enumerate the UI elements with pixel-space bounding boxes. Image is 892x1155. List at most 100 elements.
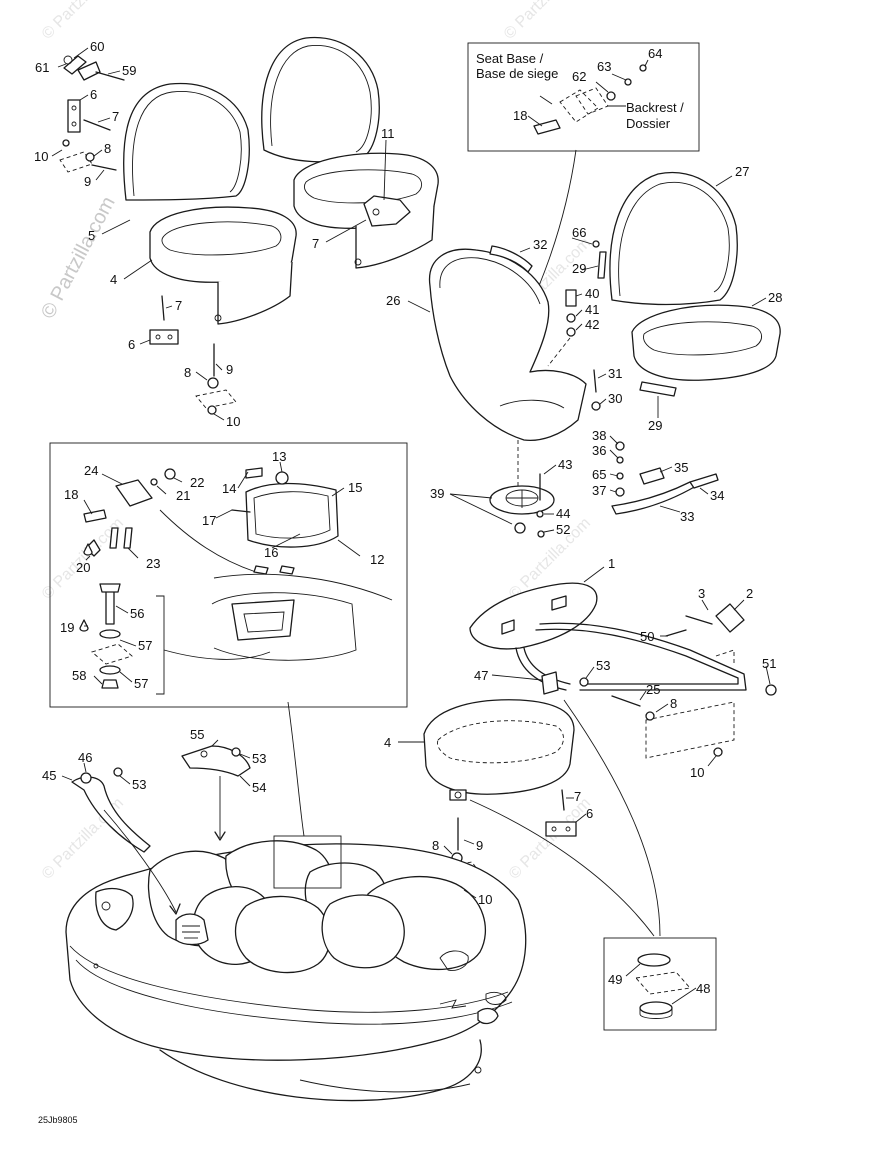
callout-55: 55 bbox=[190, 727, 204, 742]
callout-53: 53 bbox=[132, 777, 146, 792]
callout-21: 21 bbox=[176, 488, 190, 503]
watermark-faint-7: © Partzilla.com bbox=[506, 795, 594, 883]
callout-10: 10 bbox=[690, 765, 704, 780]
callout-57: 57 bbox=[138, 638, 152, 653]
callout-39: 39 bbox=[430, 486, 444, 501]
callout-8: 8 bbox=[670, 696, 677, 711]
callout-38: 38 bbox=[592, 428, 606, 443]
inset-text-labels: Seat Base / Base de siege Backrest / Dos… bbox=[476, 51, 684, 131]
callout-23: 23 bbox=[146, 556, 160, 571]
watermark-faint-1: © Partzilla.com bbox=[39, 0, 127, 43]
callout-3: 3 bbox=[698, 586, 705, 601]
callout-63: 63 bbox=[597, 59, 611, 74]
callout-60: 60 bbox=[90, 39, 104, 54]
callout-28: 28 bbox=[768, 290, 782, 305]
hardware-40-42 bbox=[547, 289, 577, 367]
callout-46: 46 bbox=[78, 750, 92, 765]
callout-65: 65 bbox=[592, 467, 606, 482]
lever-33-35-37 bbox=[611, 441, 719, 515]
seat-cushion-28 bbox=[631, 304, 781, 381]
callout-14: 14 bbox=[222, 481, 236, 496]
callout-10: 10 bbox=[478, 892, 492, 907]
callout-62: 62 bbox=[572, 69, 586, 84]
label-backrest-fr: Dossier bbox=[626, 116, 671, 131]
hinge-hardware-top-left bbox=[59, 55, 125, 173]
front-seat-backrest-left bbox=[261, 36, 380, 163]
callout-30: 30 bbox=[608, 391, 622, 406]
detail-window-box bbox=[273, 701, 342, 889]
reference-code: 25Jb9805 bbox=[38, 1115, 78, 1125]
callout-8: 8 bbox=[184, 365, 191, 380]
front-seat-cushion-left bbox=[293, 152, 439, 269]
callout-61: 61 bbox=[35, 60, 49, 75]
callout-37: 37 bbox=[592, 483, 606, 498]
callout-59: 59 bbox=[122, 63, 136, 78]
callout-8: 8 bbox=[432, 838, 439, 853]
callout-24: 24 bbox=[84, 463, 98, 478]
callout-12: 12 bbox=[370, 552, 384, 567]
callout-7: 7 bbox=[574, 789, 581, 804]
hardware-43-44-52 bbox=[536, 473, 545, 538]
callout-9: 9 bbox=[226, 362, 233, 377]
callout-17: 17 bbox=[202, 513, 216, 528]
watermark-faint-2: © Partzilla.com bbox=[501, 0, 589, 43]
callout-4: 4 bbox=[110, 272, 117, 287]
strip-29-lower bbox=[639, 381, 677, 397]
callout-32: 32 bbox=[533, 237, 547, 252]
callout-52: 52 bbox=[556, 522, 570, 537]
inset-box-plugs bbox=[563, 699, 717, 1031]
callout-29: 29 bbox=[648, 418, 662, 433]
callout-11: 11 bbox=[381, 126, 395, 141]
callout-26: 26 bbox=[386, 293, 400, 308]
callout-49: 49 bbox=[608, 972, 622, 987]
callout-18: 18 bbox=[64, 487, 78, 502]
callout-64: 64 bbox=[648, 46, 662, 61]
callout-33: 33 bbox=[680, 509, 694, 524]
seat-latch-hardware-left bbox=[149, 295, 237, 415]
pin-66-29 bbox=[592, 240, 607, 279]
callout-56: 56 bbox=[130, 606, 144, 621]
rear-seat-4-lower bbox=[423, 699, 575, 801]
leader-lines bbox=[51, 47, 771, 1005]
watermark-main: © Partzilla.com bbox=[37, 193, 120, 322]
callout-53: 53 bbox=[596, 658, 610, 673]
callout-7: 7 bbox=[175, 298, 182, 313]
callout-18: 18 bbox=[513, 108, 527, 123]
callout-58: 58 bbox=[72, 668, 86, 683]
callout-19: 19 bbox=[60, 620, 74, 635]
rear-seat-cushion-left bbox=[149, 206, 297, 325]
callout-53: 53 bbox=[252, 751, 266, 766]
callout-54: 54 bbox=[252, 780, 266, 795]
callout-7: 7 bbox=[112, 109, 119, 124]
callout-25: 25 bbox=[646, 682, 660, 697]
label-seat-base-fr: Base de siege bbox=[476, 66, 558, 81]
callout-13: 13 bbox=[272, 449, 286, 464]
grab-handle-45-46 bbox=[71, 767, 181, 915]
callout-48: 48 bbox=[696, 981, 710, 996]
callout-10: 10 bbox=[34, 149, 48, 164]
label-backrest: Backrest / bbox=[626, 100, 684, 115]
callout-7: 7 bbox=[312, 236, 319, 251]
rear-seat-backrest-left bbox=[123, 82, 250, 201]
callout-42: 42 bbox=[585, 317, 599, 332]
hardware-30-31 bbox=[591, 369, 601, 411]
callout-29: 29 bbox=[572, 261, 586, 276]
callout-44: 44 bbox=[556, 506, 570, 521]
front-seat-26 bbox=[428, 248, 587, 442]
backrest-27 bbox=[609, 171, 738, 306]
strip-32 bbox=[489, 245, 533, 273]
inset-box-seat-mount-details bbox=[49, 442, 408, 708]
callout-6: 6 bbox=[90, 87, 97, 102]
callout-41: 41 bbox=[585, 302, 599, 317]
callout-9: 9 bbox=[84, 174, 91, 189]
callout-1: 1 bbox=[608, 556, 615, 571]
callout-9: 9 bbox=[476, 838, 483, 853]
callout-27: 27 bbox=[735, 164, 749, 179]
callout-50: 50 bbox=[640, 629, 654, 644]
callout-8: 8 bbox=[104, 141, 111, 156]
backrest-1-and-frame bbox=[469, 582, 777, 759]
callout-45: 45 bbox=[42, 768, 56, 783]
label-seat-base: Seat Base / bbox=[476, 51, 544, 66]
callout-5: 5 bbox=[88, 228, 95, 243]
